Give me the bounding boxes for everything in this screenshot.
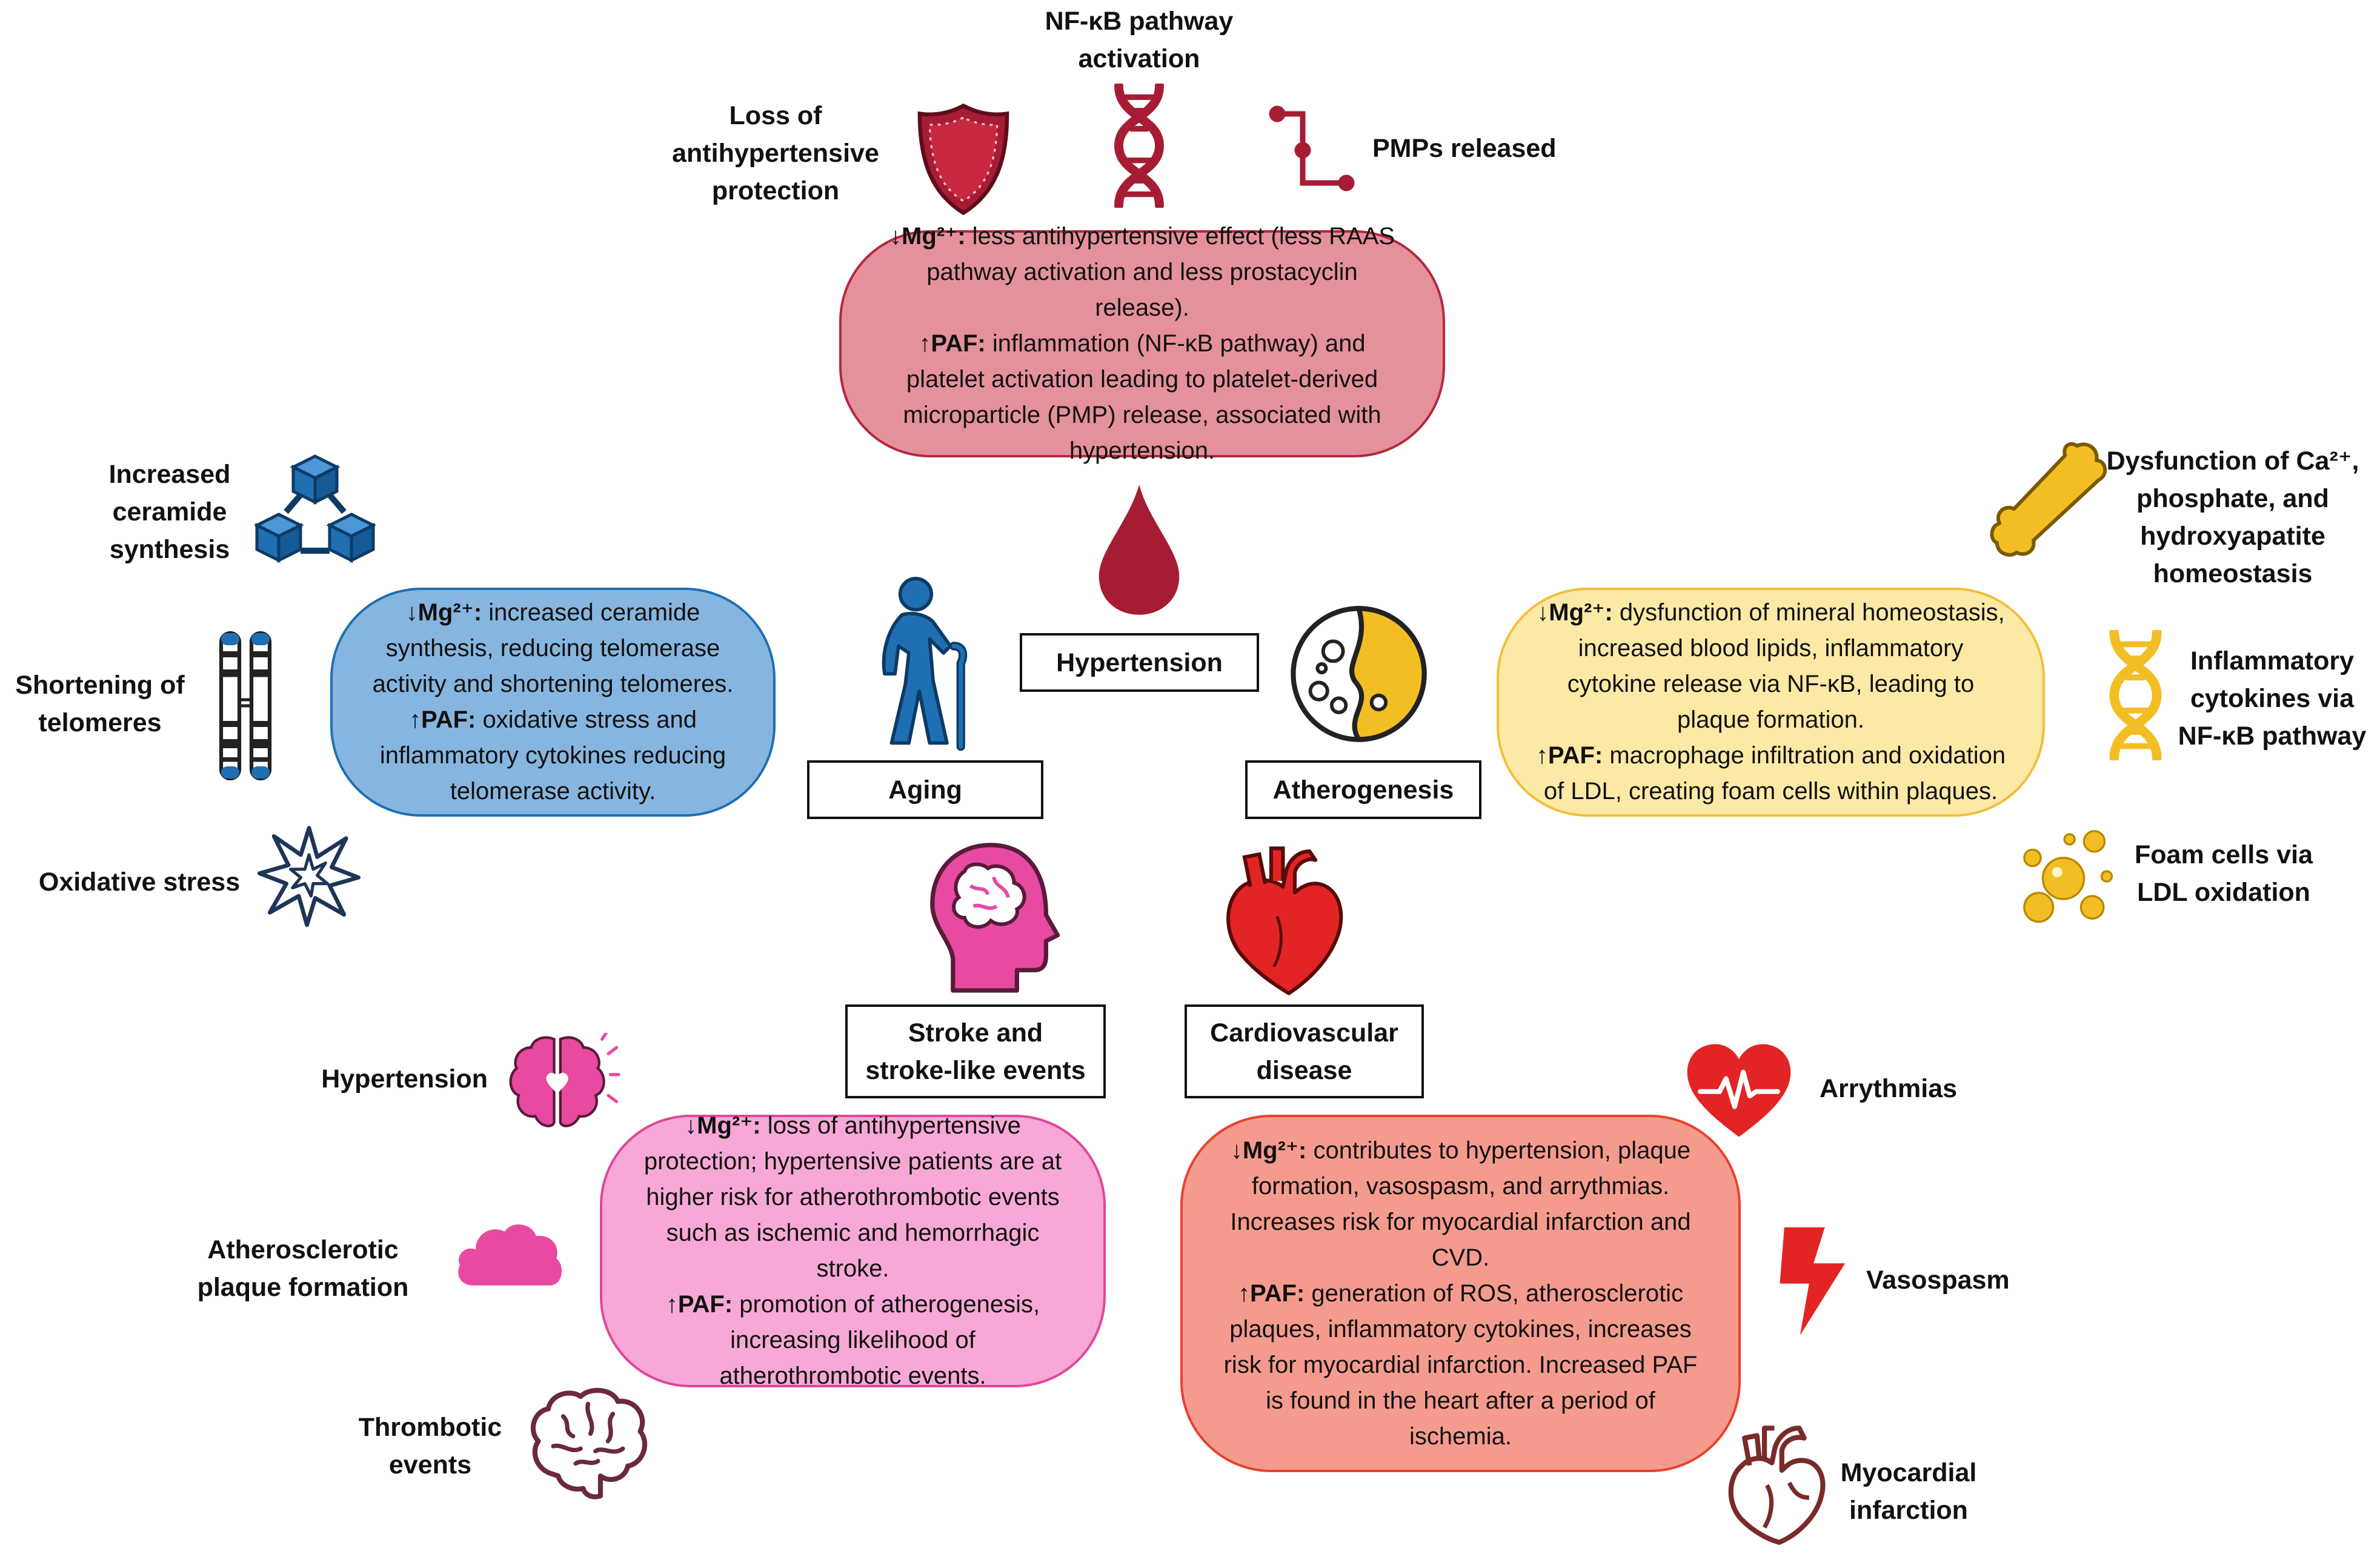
brain-heart-icon <box>506 1033 621 1133</box>
paf-key: ↑PAF: <box>1535 742 1603 769</box>
heartbeat-icon <box>1684 1042 1793 1139</box>
heart-organ-icon <box>1218 842 1345 997</box>
elderly-person-icon <box>860 576 982 751</box>
paf-key: ↑PAF: <box>665 1291 733 1318</box>
atherogenesis-central-box: Atherogenesis <box>1245 760 1481 819</box>
label-loss-protection: Loss of antihypertensive protection <box>672 101 879 205</box>
label-inflammatory-cytokines: Inflammatory cytokines via NF-κB pathway <box>2178 646 2367 751</box>
label-oxidative-stress: Oxidative stress <box>38 868 241 897</box>
paf-key: ↑PAF: <box>409 706 476 733</box>
stroke-mechanism-box: ↓Mg²⁺: loss of antihypertensive protecti… <box>600 1112 1106 1389</box>
label-foam-cells: Foam cells via LDL oxidation <box>2135 840 2313 907</box>
cvd-mechanism-box: ↓Mg²⁺: contributes to hypertension, plaq… <box>1180 1115 1741 1472</box>
bubbles-icon <box>2010 827 2116 930</box>
mg-key: ↓Mg²⁺: <box>405 599 482 626</box>
starburst-icon <box>258 824 361 927</box>
aging-central-box: Aging <box>807 760 1043 819</box>
hypertension-mechanism-box: ↓Mg²⁺: less antihypertensive effect (les… <box>839 223 1445 464</box>
label-bl-hypertension: Hypertension <box>321 1064 488 1094</box>
mg-key: ↓Mg²⁺: <box>1537 599 1613 626</box>
mg-key: ↓Mg²⁺: <box>1230 1137 1307 1164</box>
bone-icon <box>1987 436 2109 557</box>
dna-icon <box>1103 84 1175 208</box>
stroke-central-box: Stroke and stroke-like events <box>845 1004 1106 1098</box>
paf-key: ↑PAF: <box>1237 1280 1305 1307</box>
atherogenesis-mechanism-box: ↓Mg²⁺: dysfunction of mineral homeostasi… <box>1497 588 2045 817</box>
label-vasospasm: Vasospasm <box>1866 1266 2010 1295</box>
anatomical-heart-icon <box>1720 1421 1832 1545</box>
aging-mechanism-box: ↓Mg²⁺: increased ceramide synthesis, red… <box>330 588 776 817</box>
label-myocardial-infarction: Myocardial infarction <box>1840 1458 1977 1525</box>
label-plaque-formation: Atherosclerotic plaque formation <box>197 1235 409 1302</box>
lightning-icon <box>1775 1224 1854 1339</box>
cvd-central-box: Cardiovascular disease <box>1185 1004 1424 1098</box>
label-telomeres: Shortening of telomeres <box>15 671 185 737</box>
label-arrythmias: Arrythmias <box>1820 1074 1958 1103</box>
blocks-icon <box>254 451 376 573</box>
label-nfkb-activation: NF-κB pathway activation <box>1045 7 1234 73</box>
mg-key: ↓Mg²⁺: <box>685 1112 761 1139</box>
hypertension-central-box: Hypertension <box>1020 633 1259 692</box>
pmp-icon <box>1266 103 1357 194</box>
label-thrombotic-events: Thrombotic events <box>358 1413 502 1479</box>
chromosome-icon <box>215 630 276 782</box>
label-ceramide: Increased ceramide synthesis <box>108 460 231 564</box>
cloud-icon <box>453 1218 565 1290</box>
blood-drop-icon <box>1091 479 1188 618</box>
label-pmps-released: PMPs released <box>1372 134 1557 163</box>
shield-icon <box>914 102 1013 217</box>
cell-icon <box>1288 603 1430 745</box>
mg-key: ↓Mg²⁺: <box>889 223 966 250</box>
brain-head-icon <box>921 839 1066 994</box>
paf-key: ↑PAF: <box>919 330 986 357</box>
brain-outline-icon <box>526 1386 650 1501</box>
label-mineral-dysfunction: Dysfunction of Ca²⁺, phosphate, and hydr… <box>2106 446 2359 588</box>
dna-yellow-icon <box>2098 630 2173 760</box>
